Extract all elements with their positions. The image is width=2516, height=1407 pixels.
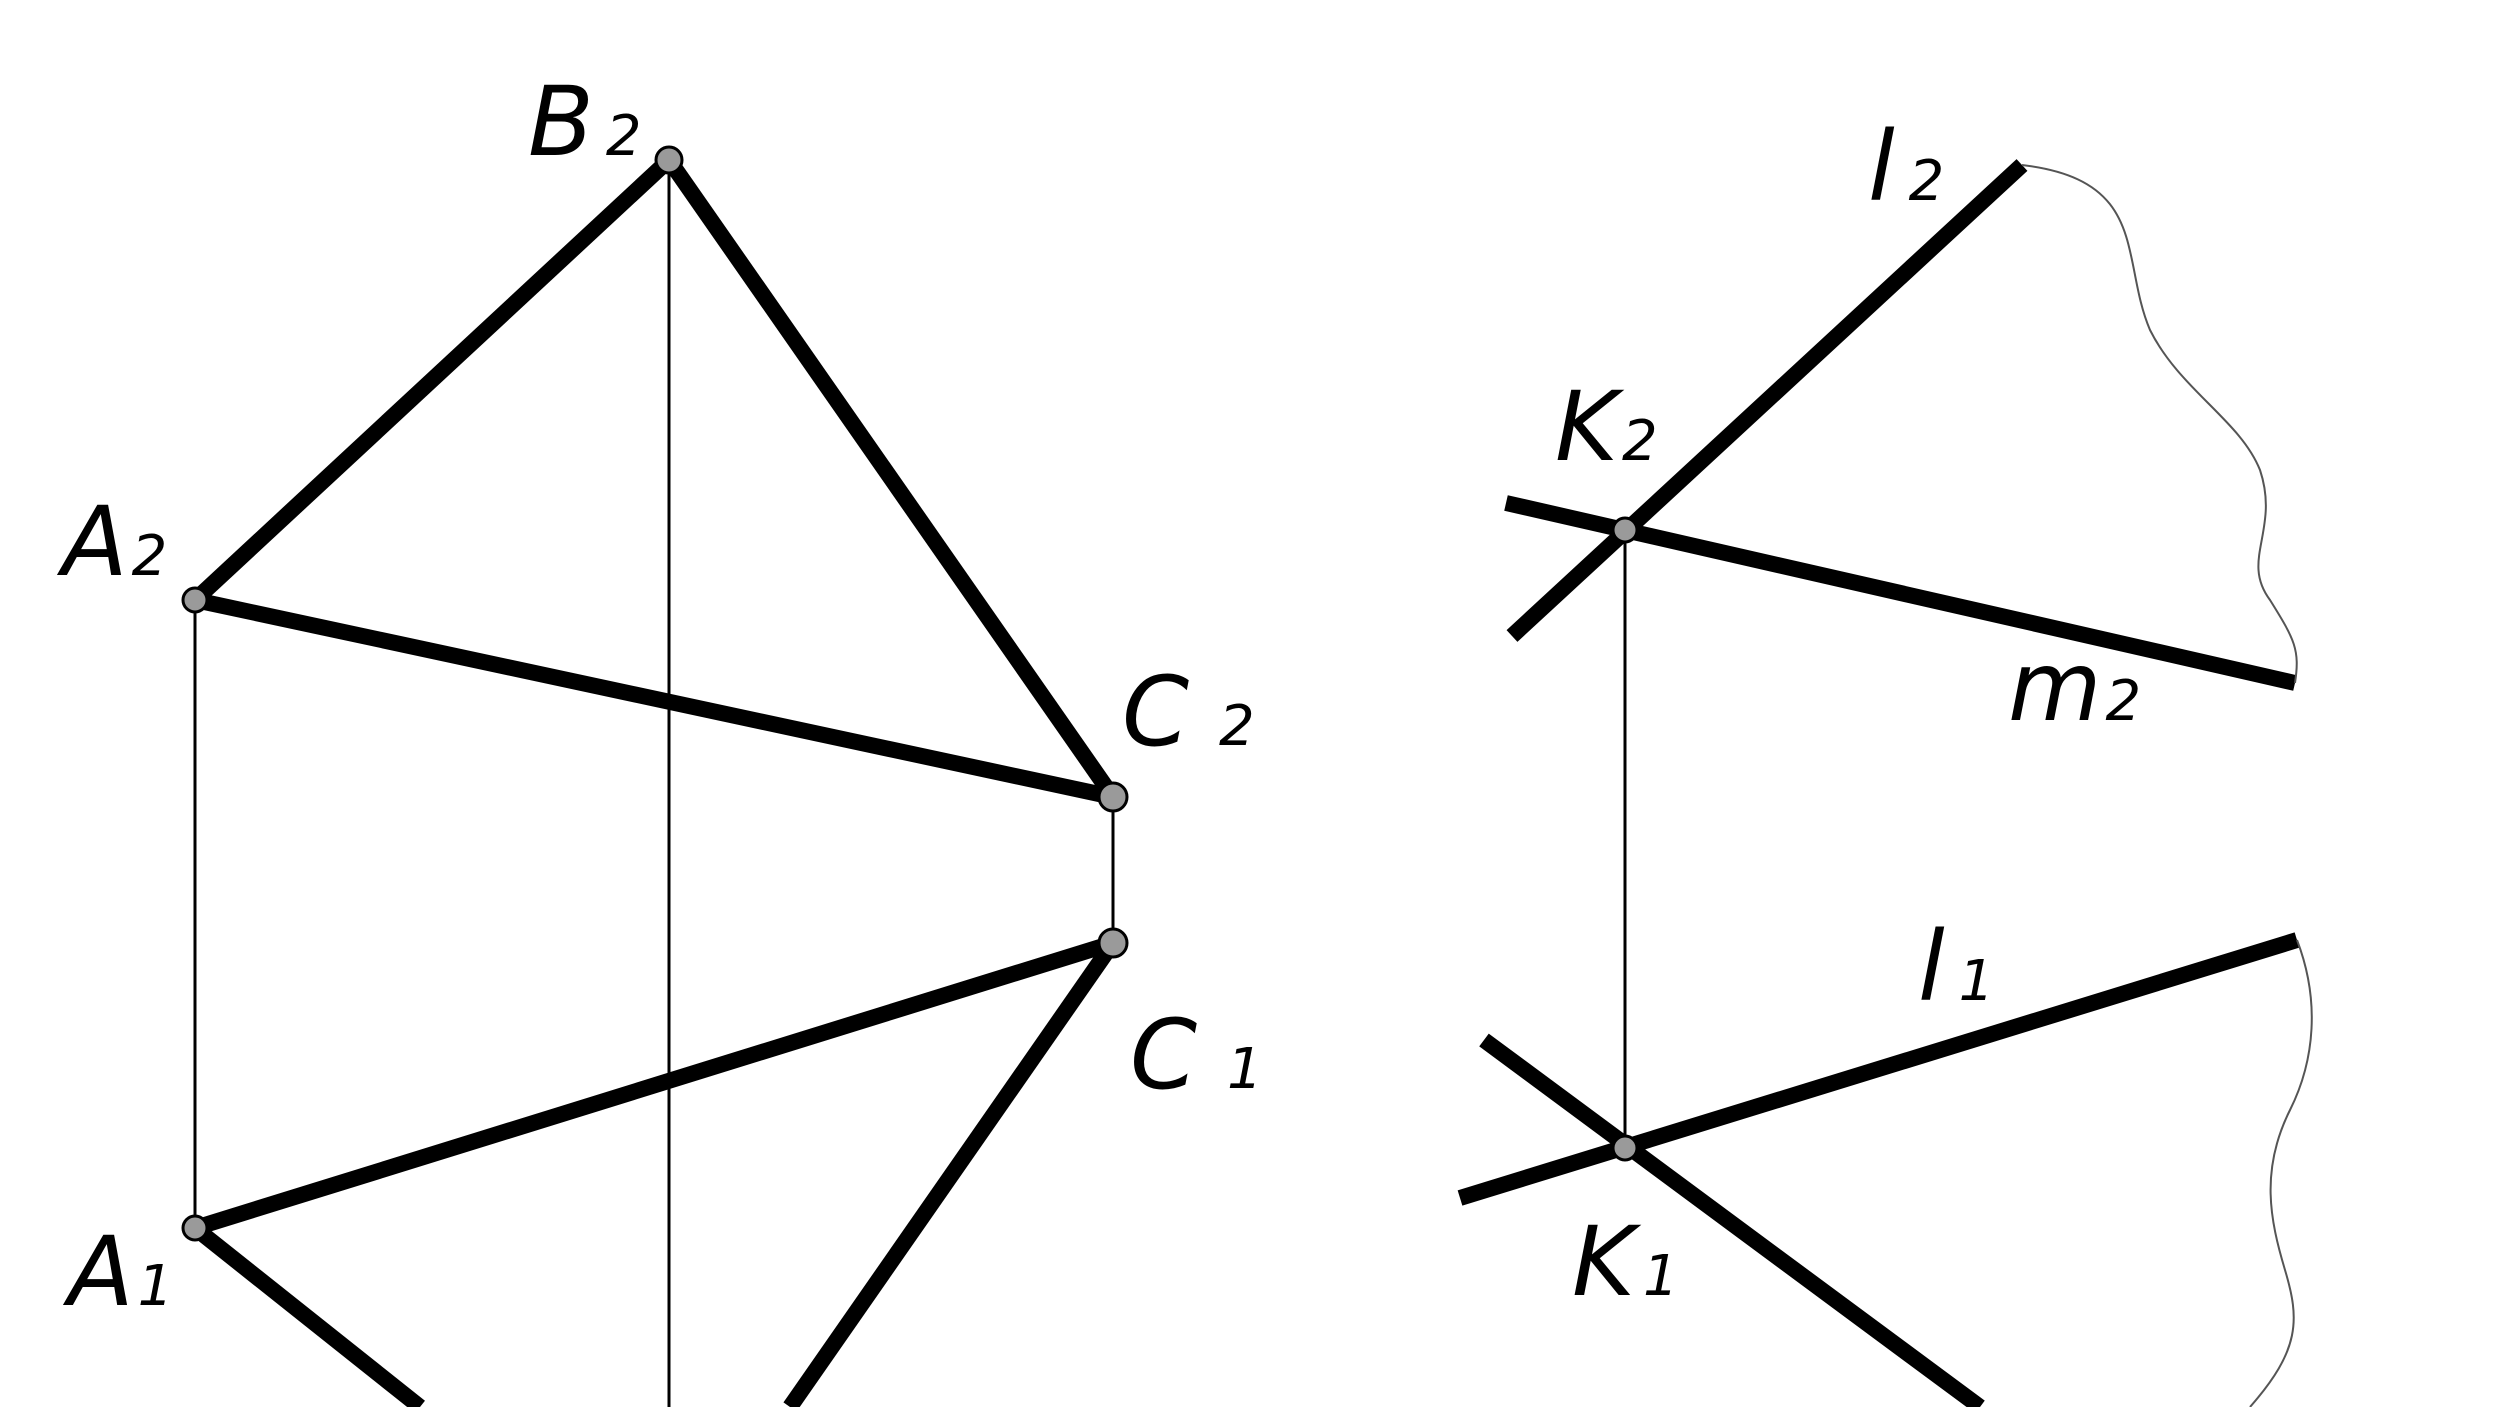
break-line-lower [2249, 939, 2313, 1407]
point-k1 [1611, 1134, 1639, 1162]
edge-b2-c2 [662, 155, 1120, 802]
label-a1: A1 [62, 1216, 173, 1328]
edge-a1-b1 [190, 1221, 425, 1407]
label-a2: A2 [56, 486, 167, 598]
edge-a2-c2 [193, 592, 1115, 805]
line-m1 [1479, 1033, 1985, 1407]
point-c1 [1097, 927, 1129, 959]
point-c2 [1097, 781, 1129, 813]
break-line-upper [2021, 164, 2298, 684]
point-b2 [654, 145, 684, 175]
point-a2 [181, 586, 209, 614]
point-a1 [181, 1214, 209, 1242]
edge-c1-b1 [783, 938, 1120, 1407]
label-k2: K2 [1555, 371, 1658, 483]
line-l2 [1506, 159, 2028, 642]
line-l1 [1457, 932, 2300, 1206]
edge-a2-b2 [189, 154, 675, 606]
point-k2 [1611, 516, 1639, 544]
edge-a1-c1 [192, 935, 1116, 1236]
label-m2: m2 [2008, 631, 2141, 743]
